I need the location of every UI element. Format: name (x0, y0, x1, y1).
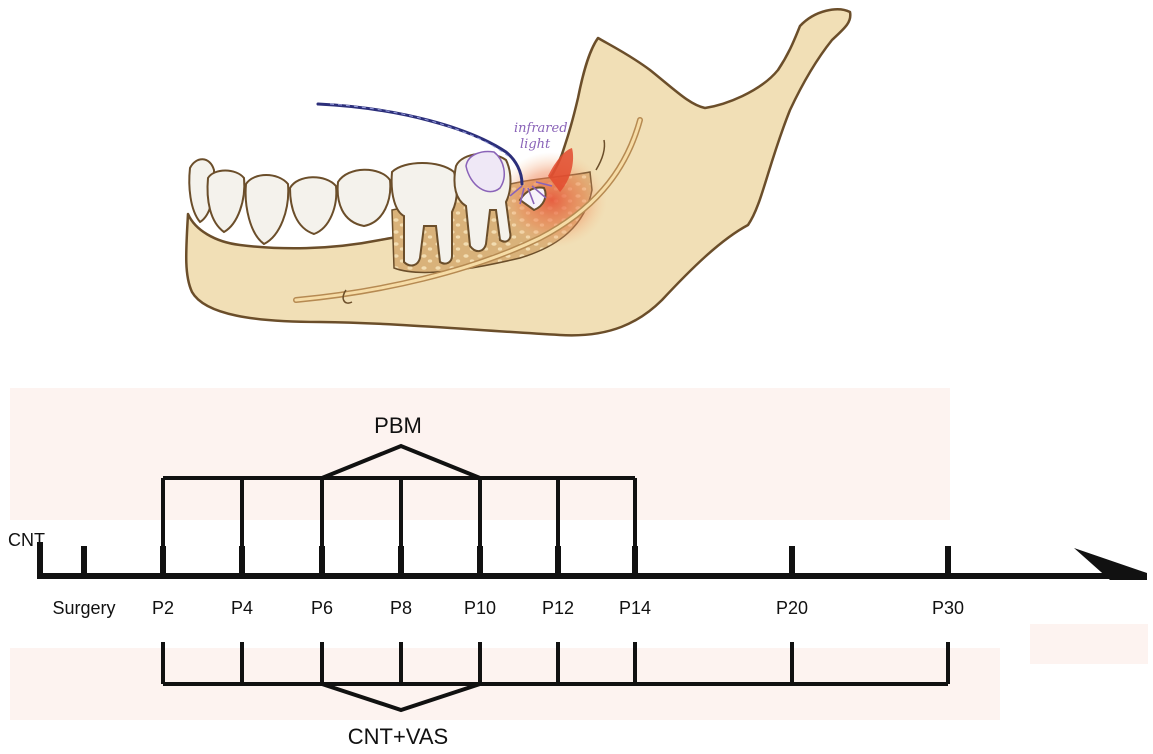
timeline-tick-label: P20 (776, 598, 808, 618)
mandible-illustration: infrared light (186, 9, 850, 335)
laser-fiber-highlight (330, 104, 508, 156)
annotation-light: light (520, 137, 551, 152)
tooth (338, 170, 391, 226)
timeline-tick-label: P12 (542, 598, 574, 618)
timeline-tick-label: P4 (231, 598, 253, 618)
timeline-tick-label: P14 (619, 598, 651, 618)
timeline-tick-label: P30 (932, 598, 964, 618)
timeline-tick-label: P10 (464, 598, 496, 618)
annotation-infrared: infrared (514, 121, 568, 136)
tooth (246, 175, 289, 244)
timeline-tick-label: P8 (390, 598, 412, 618)
lower-group-label: CNT+VAS (348, 724, 448, 749)
background-band-right (1030, 624, 1148, 664)
tooth (290, 177, 336, 234)
timeline-tick-label: Surgery (52, 598, 115, 618)
timeline-axis (40, 542, 1120, 576)
timeline-tick-label: P2 (152, 598, 174, 618)
tooth (208, 171, 245, 233)
upper-group-label: PBM (374, 413, 422, 438)
timeline-tick-labels: Surgery P2 P4 P6 P8 P10 P12 P14 P20 P30 (52, 598, 964, 618)
timeline-tick-label: P6 (311, 598, 333, 618)
timeline-ticks (84, 546, 948, 576)
